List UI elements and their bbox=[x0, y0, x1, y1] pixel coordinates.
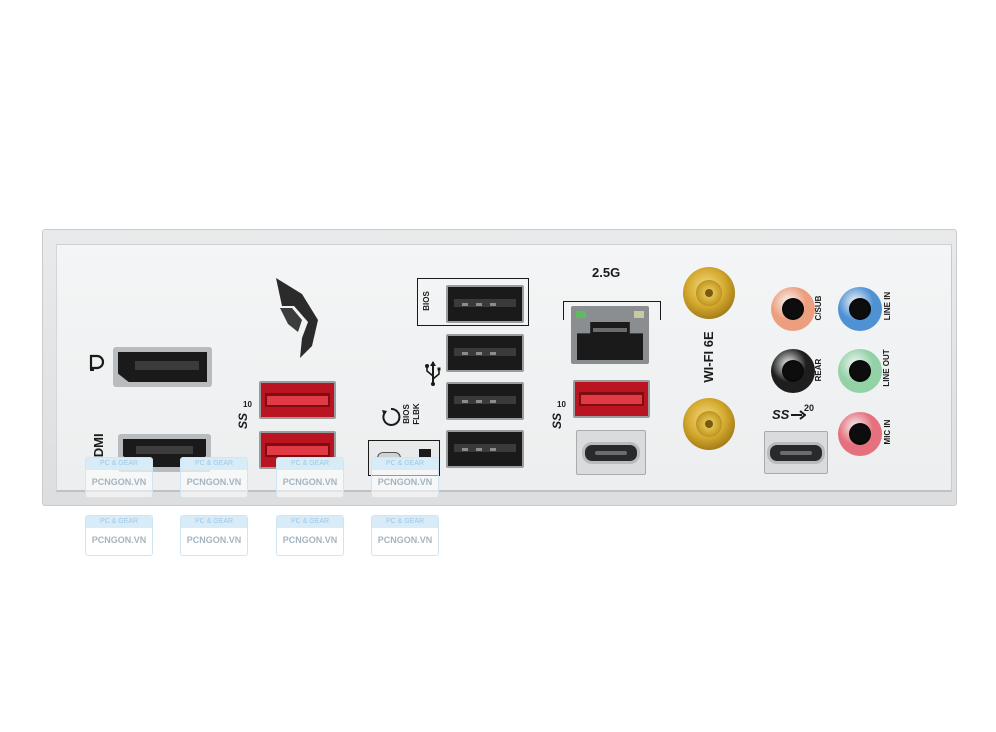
line-out-label: LINE OUT bbox=[882, 349, 891, 387]
audio-jack-mic-in[interactable] bbox=[838, 412, 882, 456]
watermark-bottom: PCNGON.VN bbox=[377, 477, 433, 487]
rear-label: REAR bbox=[814, 358, 823, 382]
bios-flashback-button-icon bbox=[382, 407, 401, 426]
watermark: PC & GEAR PCNGON.VN bbox=[85, 457, 153, 498]
superspeed-20-label: SS 20 bbox=[772, 403, 822, 423]
csub-label: C/SUB bbox=[814, 295, 823, 321]
superspeed-10-label-mid: SS 10 bbox=[545, 398, 573, 444]
usb-a-10gbps-port-1[interactable] bbox=[259, 381, 336, 419]
displayport-port[interactable] bbox=[113, 347, 212, 387]
watermark-bottom: PCNGON.VN bbox=[377, 535, 433, 545]
watermark: PC & GEAR PCNGON.VN bbox=[276, 515, 344, 556]
wifi-antenna-connector-1[interactable] bbox=[683, 267, 735, 319]
line-in-label: LINE IN bbox=[883, 291, 892, 321]
usb-a-port-4[interactable] bbox=[446, 430, 524, 468]
audio-jack-line-out[interactable] bbox=[838, 349, 882, 393]
watermark: PC & GEAR PCNGON.VN bbox=[276, 457, 344, 498]
watermark-top: PC & GEAR bbox=[86, 458, 152, 470]
audio-jack-line-in[interactable] bbox=[838, 287, 882, 331]
usb-a-10gbps-port-3[interactable] bbox=[573, 380, 650, 418]
watermark: PC & GEAR PCNGON.VN bbox=[85, 515, 153, 556]
watermark-top: PC & GEAR bbox=[277, 516, 343, 528]
usb-c-10gbps-port[interactable] bbox=[576, 430, 646, 475]
audio-jack-csub[interactable] bbox=[771, 287, 815, 331]
displayport-icon bbox=[89, 354, 105, 371]
watermark-top: PC & GEAR bbox=[372, 516, 438, 528]
watermark: PC & GEAR PCNGON.VN bbox=[180, 515, 248, 556]
watermark-top: PC & GEAR bbox=[86, 516, 152, 528]
bios-flbk-label-2: FLBK bbox=[412, 403, 421, 425]
usb-a-port-3[interactable] bbox=[446, 382, 524, 420]
ss10-number: 10 bbox=[243, 400, 252, 409]
watermark-top: PC & GEAR bbox=[181, 516, 247, 528]
usb-a-bios-port[interactable] bbox=[446, 285, 524, 323]
usb-c-20gbps-port[interactable] bbox=[764, 431, 828, 474]
watermark: PC & GEAR PCNGON.VN bbox=[371, 515, 439, 556]
watermark-top: PC & GEAR bbox=[181, 458, 247, 470]
superspeed-usb-icon-3: SS bbox=[772, 407, 790, 422]
mic-in-label: MIC IN bbox=[883, 419, 892, 445]
watermark: PC & GEAR PCNGON.VN bbox=[371, 457, 439, 498]
lan-port[interactable] bbox=[571, 306, 649, 364]
usb-icon bbox=[425, 361, 441, 386]
rog-logo bbox=[276, 278, 318, 358]
watermark-top: PC & GEAR bbox=[372, 458, 438, 470]
superspeed-10-label-left: SS 10 bbox=[231, 398, 259, 444]
usb-a-port-2[interactable] bbox=[446, 334, 524, 372]
bios-usb-label: BIOS bbox=[422, 291, 431, 311]
watermark-bottom: PCNGON.VN bbox=[186, 535, 242, 545]
wifi-antenna-connector-2[interactable] bbox=[683, 398, 735, 450]
watermark: PC & GEAR PCNGON.VN bbox=[180, 457, 248, 498]
ss20-number: 20 bbox=[804, 403, 815, 413]
lan-port-frame bbox=[563, 301, 661, 320]
bios-usb-frame: BIOS bbox=[417, 278, 529, 326]
watermark-bottom: PCNGON.VN bbox=[282, 477, 338, 487]
superspeed-arrow-icon bbox=[791, 410, 806, 420]
watermark-bottom: PCNGON.VN bbox=[91, 477, 147, 487]
watermark-bottom: PCNGON.VN bbox=[282, 535, 338, 545]
lan-speed-label: 2.5G bbox=[592, 265, 621, 280]
wifi-6e-label: WI-FI 6E bbox=[701, 331, 716, 383]
watermark-top: PC & GEAR bbox=[277, 458, 343, 470]
ss10-number-2: 10 bbox=[557, 400, 566, 409]
watermark-bottom: PCNGON.VN bbox=[186, 477, 242, 487]
audio-jack-rear[interactable] bbox=[771, 349, 815, 393]
watermark-bottom: PCNGON.VN bbox=[91, 535, 147, 545]
